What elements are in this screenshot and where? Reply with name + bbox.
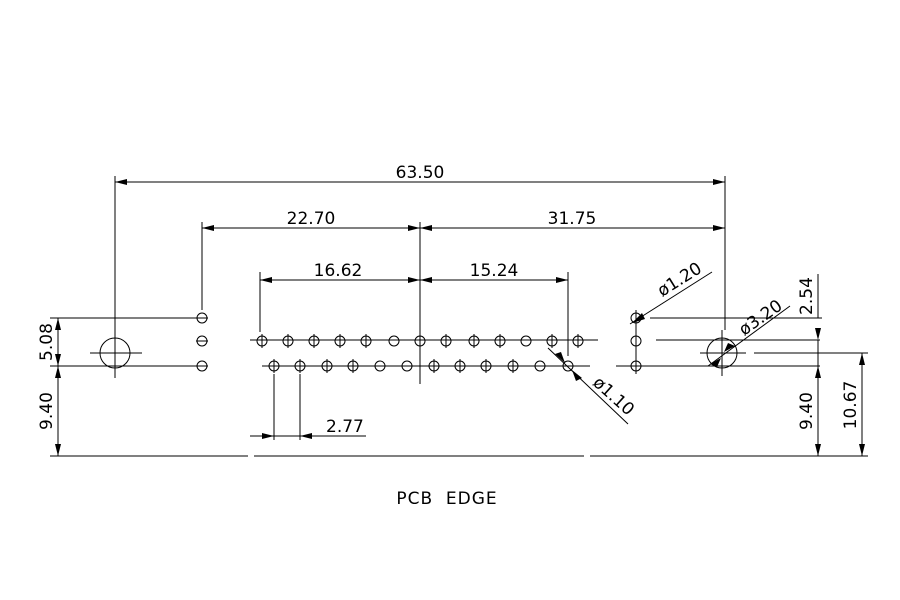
dim-left-row-span-label: 16.62 <box>314 261 363 281</box>
upper-pin-row <box>256 334 584 348</box>
dim-center-to-mount: 31.75 <box>420 209 725 231</box>
lower-pin-row <box>268 359 574 373</box>
left-mount-hole <box>99 337 131 369</box>
dim-right-row-span: 15.24 <box>420 261 568 283</box>
dim-right-upper-offset: 2.54 <box>797 274 821 366</box>
dim-pin-offset: 2.77 <box>250 417 366 439</box>
dim-overall-width-label: 63.50 <box>396 163 445 183</box>
extension-lines <box>50 176 822 440</box>
dim-pin-offset-label: 2.77 <box>326 417 364 437</box>
dim-right-upper-offset-label: 2.54 <box>797 277 817 315</box>
dim-right-row-span-label: 15.24 <box>470 261 519 281</box>
dim-center-to-mount-label: 31.75 <box>548 209 597 229</box>
leader-signal-hole-label: ø1.10 <box>589 373 638 420</box>
dim-right-edge-height-label: 9.40 <box>797 392 817 430</box>
dim-row-pitch-label: 5.08 <box>37 323 57 361</box>
dim-total-height-label: 10.67 <box>841 381 861 430</box>
dim-left-to-center: 22.70 <box>202 209 420 231</box>
dim-total-height: 10.67 <box>841 353 865 456</box>
dim-left-edge-height-label: 9.40 <box>37 392 57 430</box>
dim-left-edge-height: 9.40 <box>37 366 61 456</box>
dim-right-edge-height: 9.40 <box>797 366 821 456</box>
dim-left-to-center-label: 22.70 <box>287 209 336 229</box>
pcb-edge-caption: PCB EDGE <box>396 489 497 509</box>
leader-signal-hole: ø1.10 <box>547 347 638 425</box>
leader-mount-hole-label: ø1.20 <box>654 259 706 302</box>
left-pin-column <box>196 312 208 372</box>
right-mount-hole <box>706 337 738 369</box>
dim-overall-width: 63.50 <box>115 163 725 185</box>
leader-mount-hole: ø1.20 <box>629 259 713 325</box>
leader-large-hole: ø3.20 <box>707 296 791 367</box>
dim-left-row-span: 16.62 <box>260 261 420 283</box>
dim-row-pitch: 5.08 <box>37 318 61 366</box>
